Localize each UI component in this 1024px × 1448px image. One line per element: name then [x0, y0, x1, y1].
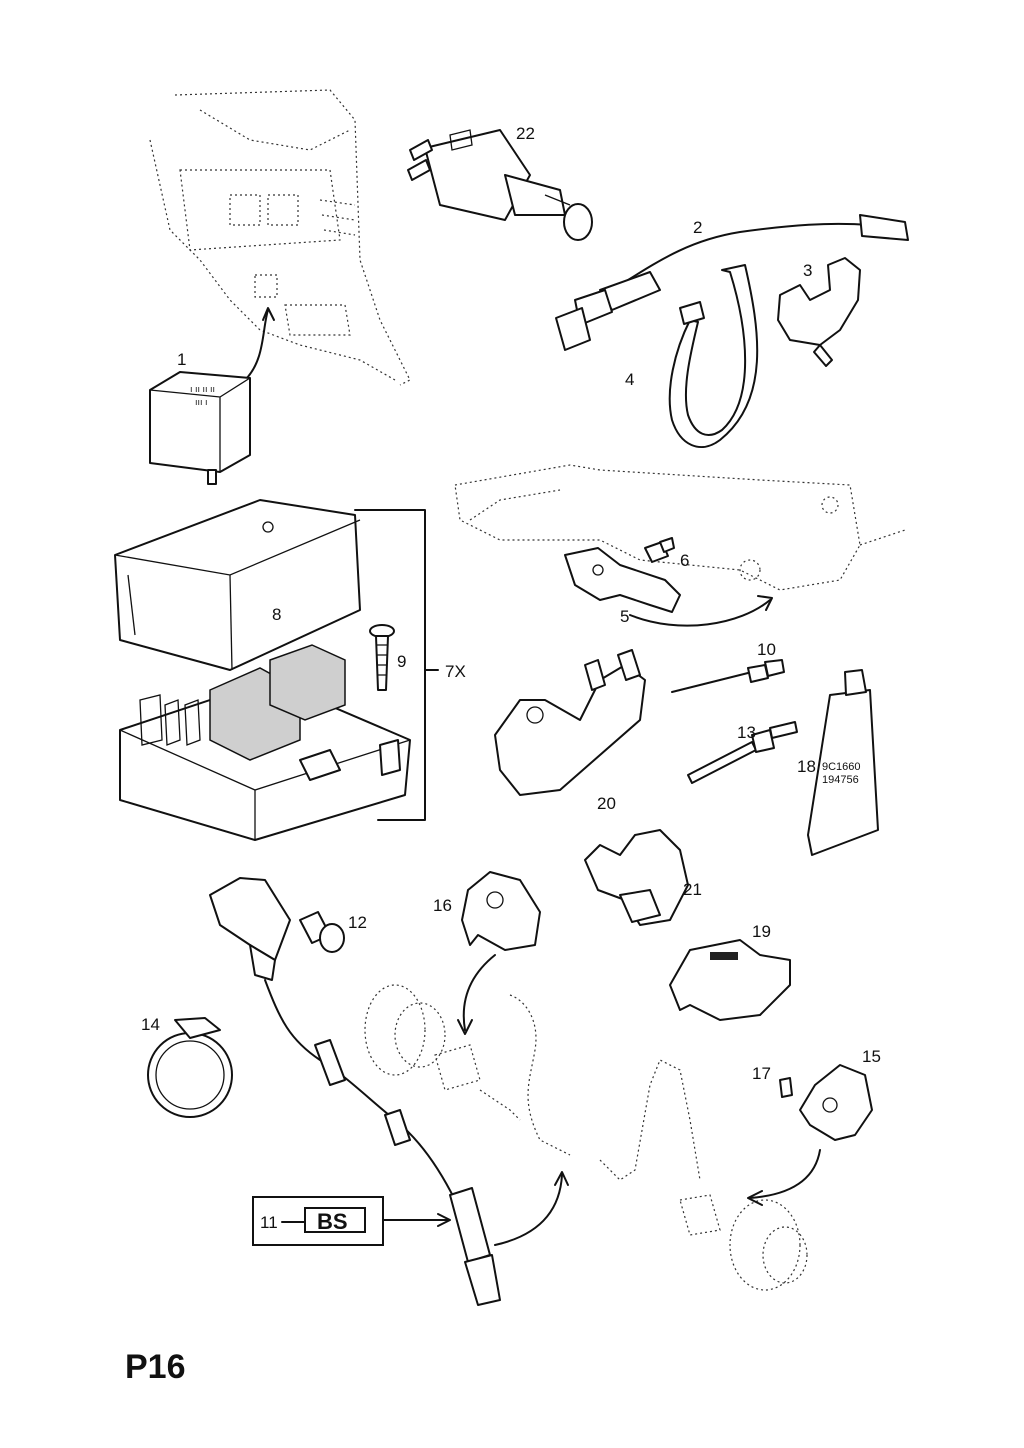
clip-part-19: [669, 939, 791, 1021]
front-hub-context-illustration: [364, 984, 571, 1156]
tube-part-18: 9C1660 194756: [807, 669, 879, 856]
hose-clamp-part-14: [147, 1017, 233, 1118]
callout-11: 11: [260, 1213, 278, 1232]
screw-part-12: [299, 911, 345, 953]
bs-label: BS: [317, 1209, 348, 1234]
cable-tie-part-4: [668, 264, 759, 449]
callout-6: 6: [680, 551, 689, 570]
handbrake-context-illustration: [454, 464, 906, 591]
switch-part-22: [407, 129, 593, 241]
svg-text:9C1660: 9C1660: [822, 761, 861, 773]
callout-10: 10: [757, 640, 776, 659]
bracket-part-16: [461, 871, 541, 951]
screw-part-6: [644, 537, 675, 563]
pin-part-10: [671, 659, 785, 693]
pin-part-13: [687, 721, 798, 784]
arrow-16: [462, 954, 496, 1031]
bracket-part-15: [799, 1064, 873, 1141]
callout-9: 9: [397, 652, 406, 671]
cover-part-8: [114, 499, 361, 671]
arrow-15: [749, 1149, 821, 1199]
rear-hub-context-illustration: [599, 1059, 808, 1291]
bolt-part-9: [369, 624, 395, 691]
clip-part-20: [494, 649, 646, 796]
svg-text:ııı ı: ııı ı: [195, 397, 208, 407]
fuse-box-part-7x: [119, 644, 411, 841]
callout-22: 22: [516, 124, 535, 143]
sensor-part-2: [555, 214, 909, 351]
pin-part-17: [779, 1077, 793, 1098]
callout-7x: 7X: [445, 662, 466, 681]
bracket-part-5: [564, 547, 681, 613]
clip-part-3: [777, 257, 861, 367]
callout-3: 3: [803, 261, 812, 280]
bracket-7x: [354, 509, 426, 821]
callout-13: 13: [737, 723, 756, 742]
callout-8: 8: [272, 605, 281, 624]
callout-18: 18: [797, 757, 816, 776]
callout-4: 4: [625, 370, 634, 389]
clip-part-21: [584, 829, 689, 926]
bs-reference-box: [252, 1196, 451, 1246]
svg-text:ı ıı ıı ıı: ı ıı ıı ıı: [190, 384, 215, 394]
callout-19: 19: [752, 922, 771, 941]
callout-14: 14: [141, 1015, 160, 1034]
svg-text:194756: 194756: [822, 774, 859, 786]
callout-5: 5: [620, 607, 629, 626]
callout-12: 12: [348, 913, 367, 932]
callout-16: 16: [433, 896, 452, 915]
dashboard-context-illustration: [149, 89, 411, 386]
callout-2: 2: [693, 218, 702, 237]
speed-sensor-part-11: [209, 877, 501, 1306]
page-code: P16: [125, 1348, 186, 1386]
callout-21: 21: [683, 880, 702, 899]
callout-20: 20: [597, 794, 616, 813]
callout-1: 1: [177, 350, 186, 369]
arrow-11: [494, 1174, 563, 1246]
arrow-5: [629, 599, 771, 627]
callout-17: 17: [752, 1064, 771, 1083]
relay-part-1: ı ıı ıı ıı ııı ı: [149, 371, 251, 485]
callout-15: 15: [862, 1047, 881, 1066]
